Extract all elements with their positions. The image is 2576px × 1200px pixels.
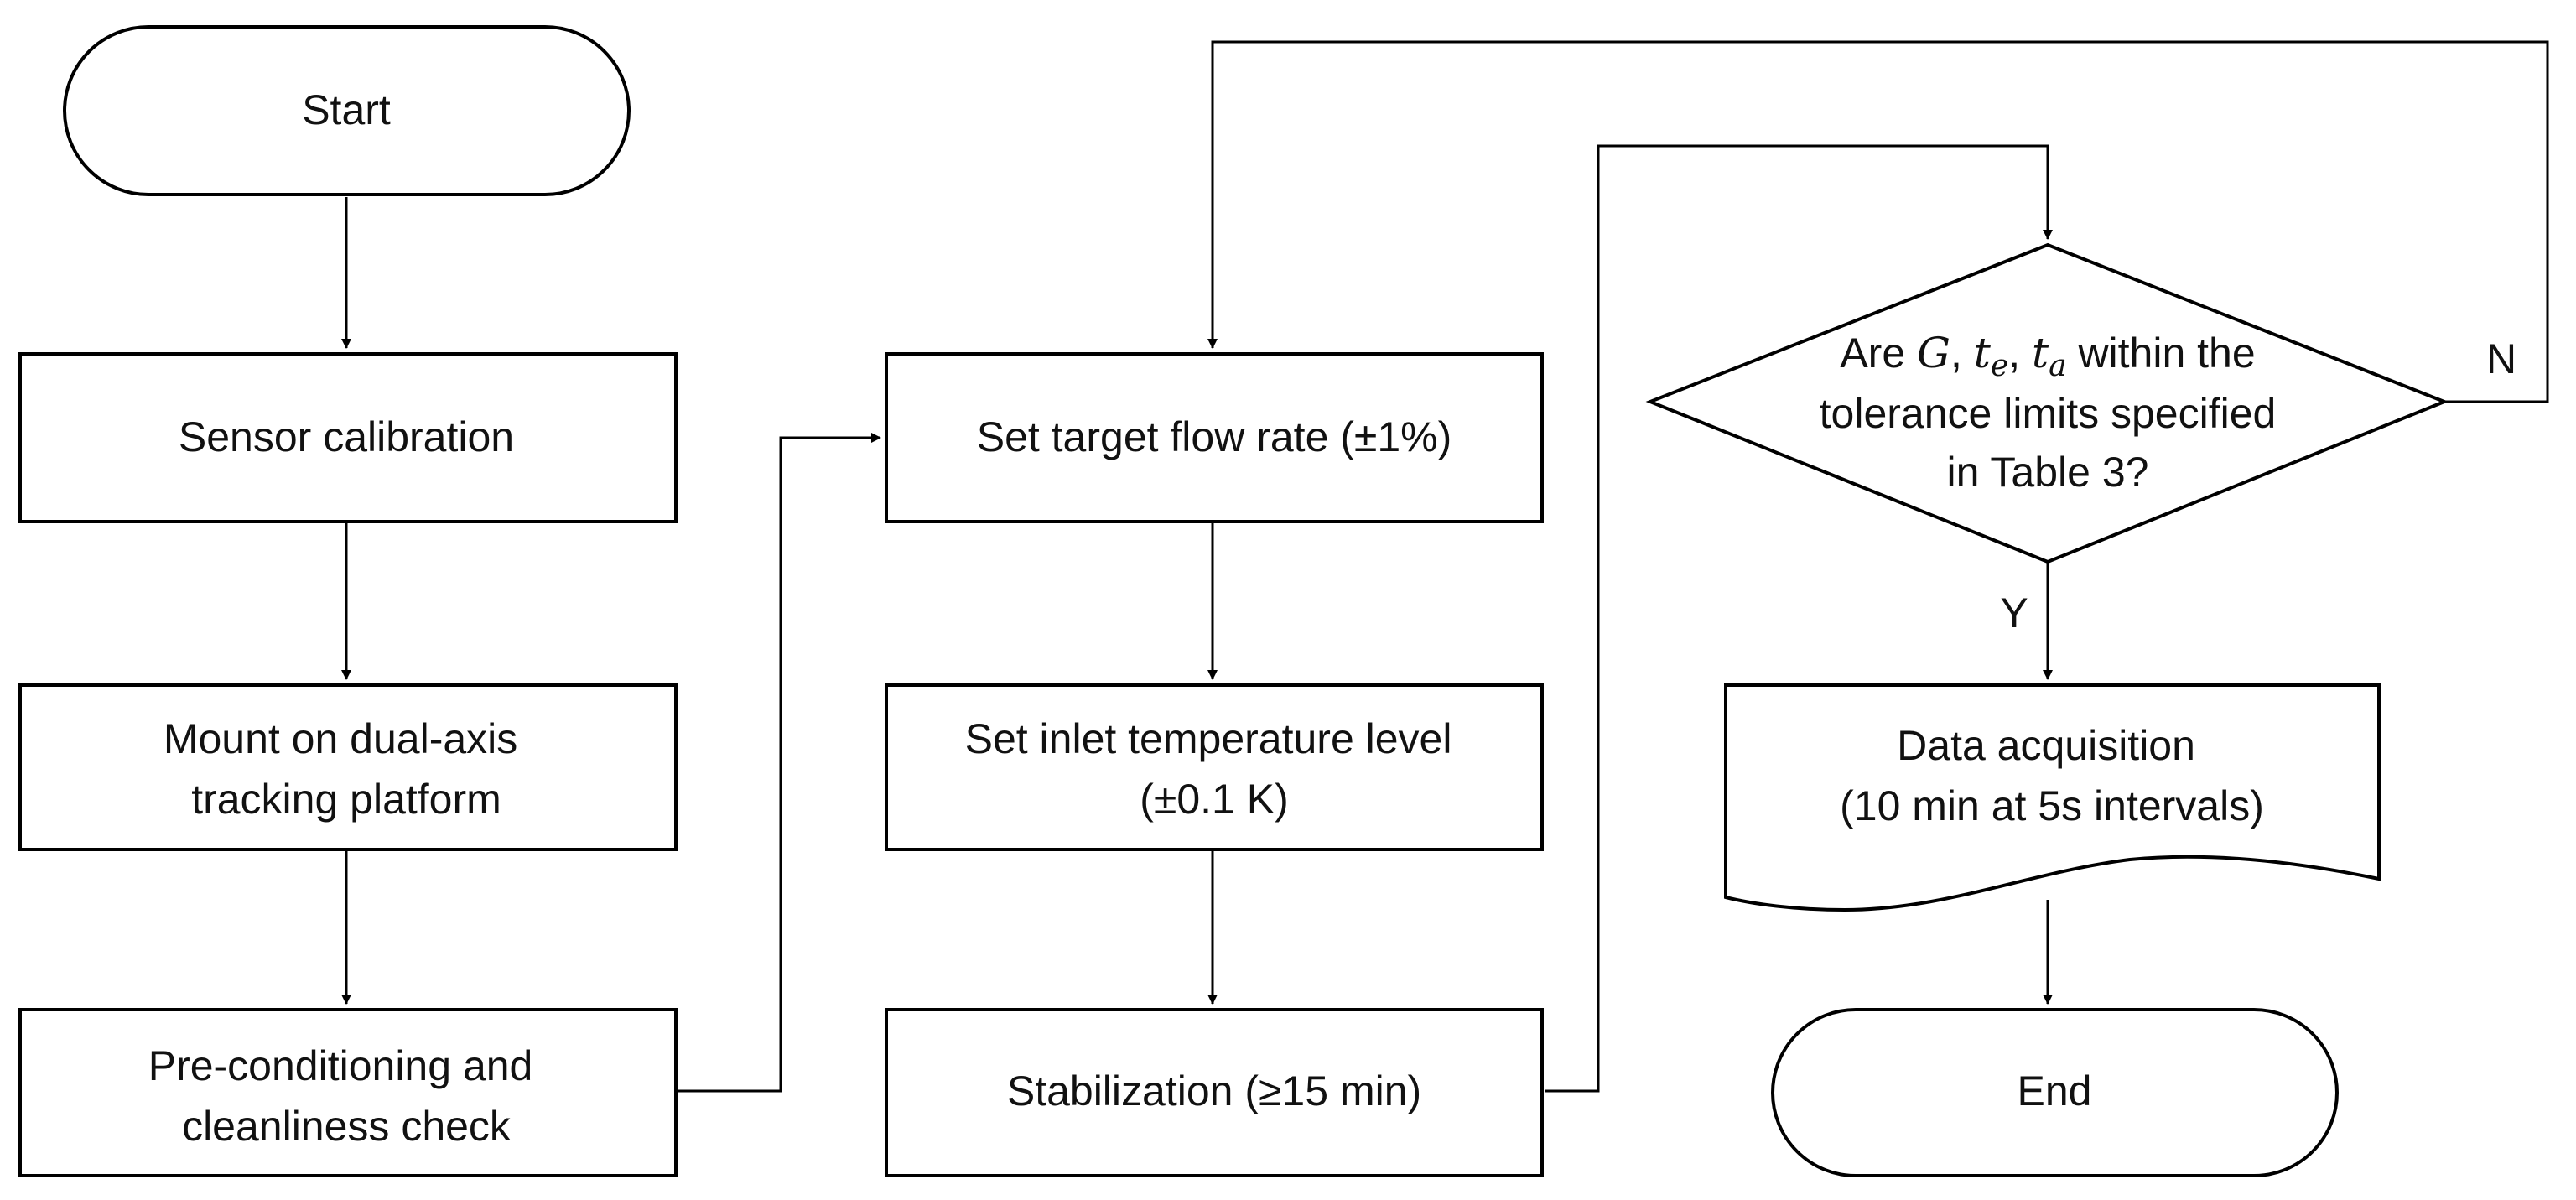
decision-line-3: in Table 3? xyxy=(1947,449,2149,496)
subscript-a: a xyxy=(2049,349,2066,383)
set-inlet-temperature-label: Set inlet temperature level (±0.1 K) xyxy=(965,715,1464,823)
set-flow-rate-label: Set target flow rate (±1%) xyxy=(977,413,1452,460)
mount-label-line-2: tracking platform xyxy=(191,776,501,823)
data-acquisition-box: Data acquisition (10 min at 5s intervals… xyxy=(1724,683,2381,912)
variable-ta: t xyxy=(2032,329,2049,377)
set-inlet-temperature-box: Set inlet temperature level (±0.1 K) xyxy=(885,683,1544,851)
decision-line-1: Are G, te, ta within the xyxy=(1840,329,2255,383)
set-inlet-temperature-line-2: (±0.1 K) xyxy=(1140,776,1289,823)
set-inlet-temperature-line-1: Set inlet temperature level xyxy=(965,715,1452,762)
mount-label-line-1: Mount on dual-axis xyxy=(164,715,517,762)
preconditioning-label-line-1: Pre-conditioning and xyxy=(148,1042,533,1089)
tolerance-decision: Are G, te, ta within the tolerance limit… xyxy=(1645,242,2449,564)
decision-suffix: within the xyxy=(2067,330,2256,377)
arrow-preconditioning-to-flow xyxy=(673,433,881,1093)
arrow-stabilization-to-decision xyxy=(1545,144,2053,1093)
preconditioning-label: Pre-conditioning and cleanliness check xyxy=(148,1042,545,1150)
branch-no-label: N xyxy=(2486,335,2516,382)
variable-te: t xyxy=(1974,329,1992,377)
decision-prefix: Are xyxy=(1840,330,1917,377)
preconditioning-box: Pre-conditioning and cleanliness check xyxy=(18,1008,678,1177)
sensor-calibration-box: Sensor calibration xyxy=(18,352,678,523)
set-flow-rate-box: Set target flow rate (±1%) xyxy=(885,352,1544,523)
decision-separator-2: , xyxy=(2008,330,2032,377)
branch-yes-label: Y xyxy=(2000,590,2028,636)
mount-label: Mount on dual-axis tracking platform xyxy=(164,715,529,823)
decision-separator-1: , xyxy=(1950,330,1974,377)
data-acquisition-line-1: Data acquisition xyxy=(1897,722,2195,769)
end-terminal: End xyxy=(1771,1008,2339,1177)
start-label: Start xyxy=(302,86,391,133)
data-acquisition-line-2: (10 min at 5s intervals) xyxy=(1840,782,2264,829)
stabilization-label: Stabilization (≥15 min) xyxy=(1007,1068,1421,1114)
arrow-decision-no-loop xyxy=(1208,40,2549,403)
data-acquisition-label: Data acquisition (10 min at 5s intervals… xyxy=(1840,722,2264,829)
sensor-calibration-label: Sensor calibration xyxy=(179,413,514,460)
subscript-e: e xyxy=(1991,349,2008,383)
preconditioning-label-line-2: cleanliness check xyxy=(182,1103,512,1150)
decision-line-2: tolerance limits specified xyxy=(1820,390,2277,437)
start-terminal: Start xyxy=(63,25,631,196)
stabilization-box: Stabilization (≥15 min) xyxy=(885,1008,1544,1177)
variable-g: G xyxy=(1917,329,1950,377)
end-label: End xyxy=(2018,1068,2092,1114)
mount-box: Mount on dual-axis tracking platform xyxy=(18,683,678,851)
